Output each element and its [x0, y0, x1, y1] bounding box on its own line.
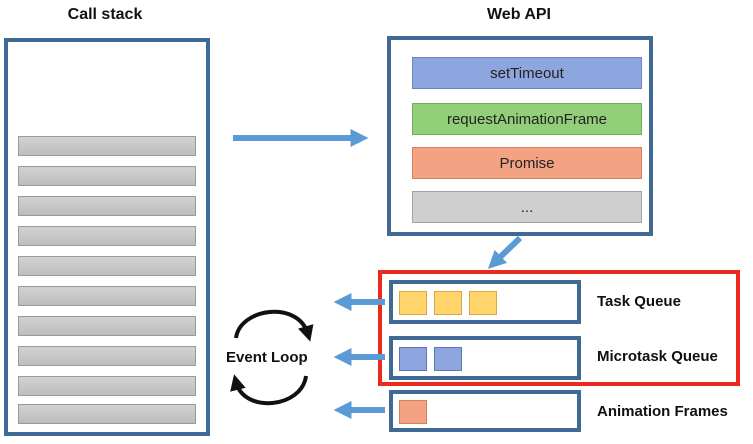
call-stack-slot: [18, 226, 196, 246]
call-stack-slot: [18, 136, 196, 156]
task-queue-box: [389, 280, 581, 324]
microtask-queue-item: [399, 347, 427, 371]
call-stack-title: Call stack: [67, 6, 143, 23]
task-queue-item: [469, 291, 497, 315]
web-api-box: setTimeout requestAnimationFrame Promise…: [387, 36, 653, 236]
call-stack-slot: [18, 316, 196, 336]
call-stack-slot: [18, 286, 196, 306]
web-api-promise: Promise: [412, 147, 642, 179]
arrow-webapi-to-queue: [487, 235, 523, 269]
animation-frames-item: [399, 400, 427, 424]
animation-frames-label: Animation Frames: [597, 403, 728, 420]
highlight-box: [378, 270, 740, 386]
animation-frames-box: [389, 390, 581, 432]
call-stack-slot: [18, 196, 196, 216]
web-api-request-animation-frame: requestAnimationFrame: [412, 103, 642, 135]
call-stack-slot: [18, 166, 196, 186]
task-queue-item: [399, 291, 427, 315]
task-queue-label: Task Queue: [597, 293, 681, 310]
call-stack-slot: [18, 346, 196, 366]
microtask-queue-item: [434, 347, 462, 371]
web-api-more: ...: [412, 191, 642, 223]
web-api-title: Web API: [486, 6, 551, 23]
task-queue-item: [434, 291, 462, 315]
call-stack-box: [4, 38, 210, 436]
microtask-queue-label: Microtask Queue: [597, 348, 718, 365]
event-loop-arrow-bottom: [230, 374, 308, 406]
event-loop-arrow-top: [234, 309, 314, 342]
call-stack-slot: [18, 256, 196, 276]
event-loop-label: Event Loop: [226, 349, 308, 366]
call-stack-slot: [18, 404, 196, 424]
call-stack-slot: [18, 376, 196, 396]
microtask-queue-box: [389, 336, 581, 380]
web-api-settimeout: setTimeout: [412, 57, 642, 89]
